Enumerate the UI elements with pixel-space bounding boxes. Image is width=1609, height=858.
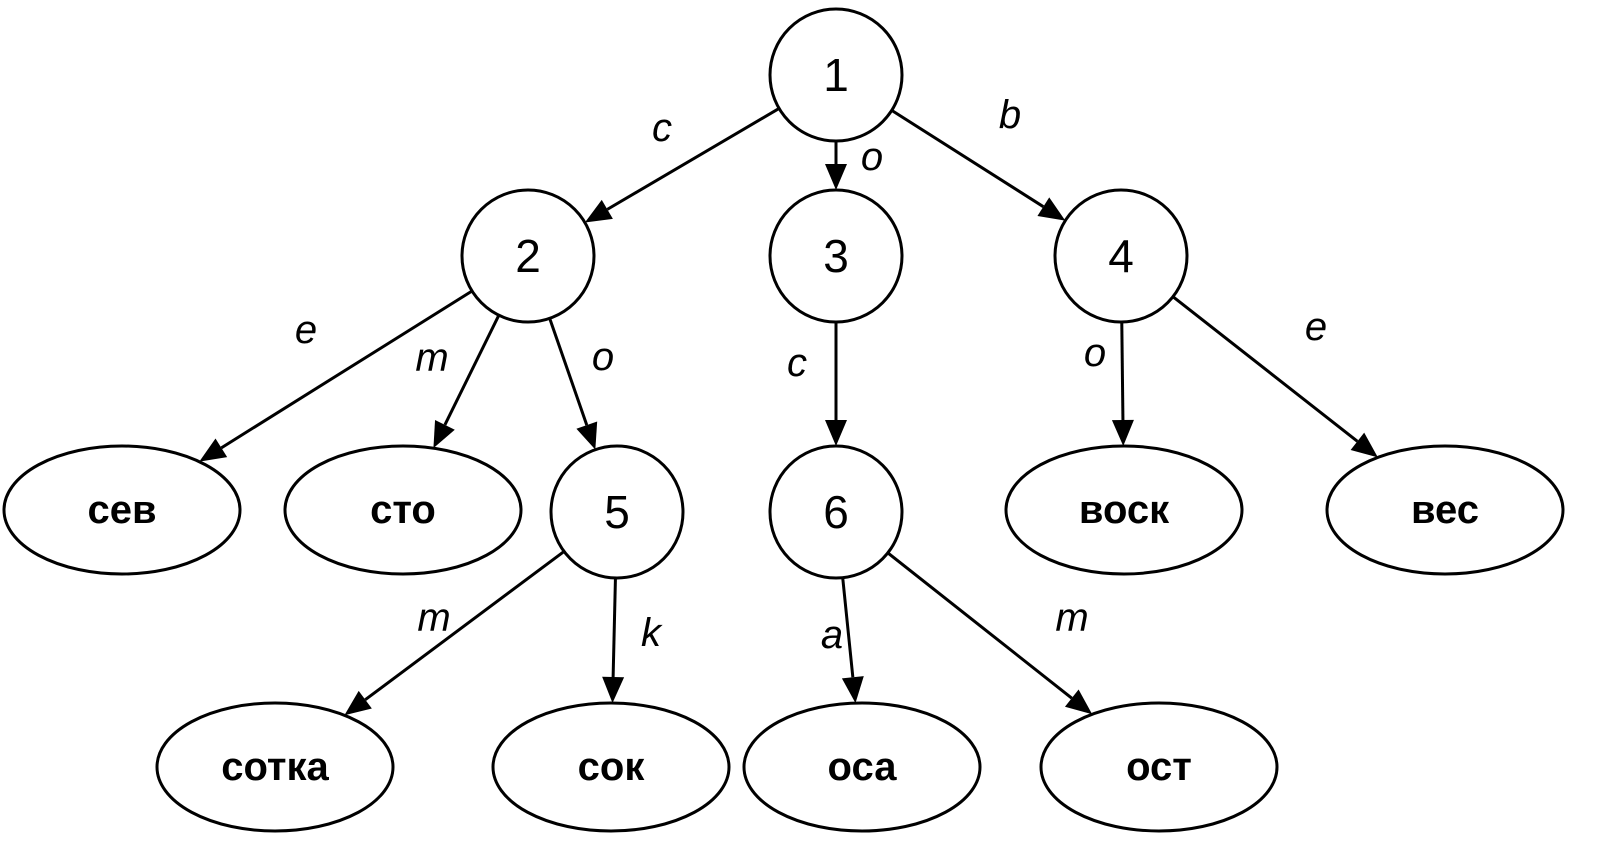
edge-label: o (1084, 331, 1106, 375)
edge-n2-sev: e (199, 289, 473, 462)
word-leaf-ves: вес (1325, 444, 1565, 576)
state-node-n4: 4 (1053, 188, 1189, 324)
edge-line (890, 109, 1045, 208)
edge-n4-ves: e (1172, 295, 1378, 458)
edge-line (1120, 321, 1125, 421)
arrowhead-icon (344, 690, 372, 716)
edge-n6-ost: m (886, 551, 1093, 715)
word-leaf-sto: сто (283, 444, 523, 576)
leaf-word: сок (578, 745, 646, 789)
leaf-ellipse (491, 701, 731, 833)
leaf-word: воск (1079, 488, 1170, 532)
edge-line (220, 289, 473, 450)
leaf-word: сотка (221, 745, 329, 789)
edge-label: m (417, 596, 450, 640)
edge-line (886, 551, 1073, 700)
edge-n1-n2: c (584, 106, 780, 223)
edge-label: o (861, 135, 883, 179)
state-node-n6: 6 (768, 444, 904, 580)
edge-n5-sok: k (602, 577, 663, 704)
node-number: 6 (823, 486, 849, 538)
leaf-ellipse (1004, 444, 1244, 576)
edge-label: m (1055, 596, 1088, 640)
edge-line (841, 577, 855, 678)
edge-label: c (652, 106, 672, 150)
edge-label: e (1305, 305, 1327, 349)
arrowhead-icon (602, 676, 625, 704)
edge-label: m (415, 336, 448, 380)
word-leaf-sok: сок (491, 701, 731, 833)
word-leaf-sotka: сотка (155, 701, 395, 833)
node-circle (460, 188, 596, 324)
leaf-word: сев (87, 488, 156, 532)
leaf-ellipse (2, 444, 242, 576)
node-circle (768, 7, 904, 143)
node-number: 1 (823, 49, 849, 101)
edge-n4-vosk: o (1084, 321, 1134, 447)
arrowhead-icon (1111, 419, 1134, 447)
arrowhead-icon (841, 676, 864, 704)
node-number: 2 (515, 230, 541, 282)
edge-n2-sto: m (415, 314, 501, 449)
state-node-n3: 3 (768, 188, 904, 324)
edge-label: o (592, 335, 614, 379)
arrowhead-icon (825, 164, 847, 190)
leaf-word: ост (1126, 745, 1192, 789)
leaf-ellipse (155, 701, 395, 833)
node-number: 3 (823, 230, 849, 282)
edge-label: e (295, 308, 317, 352)
node-circle (768, 188, 904, 324)
edge-line (611, 577, 617, 678)
edge-label: c (787, 341, 807, 385)
leaf-ellipse (1325, 444, 1565, 576)
arrowhead-icon (1350, 432, 1378, 458)
leaf-word: сто (370, 488, 436, 532)
edge-n5-sotka: m (344, 550, 565, 716)
edge-n1-n3: o (825, 135, 883, 190)
arrowhead-icon (433, 419, 455, 449)
arrowhead-icon (1064, 689, 1093, 715)
edge-label: b (999, 93, 1021, 137)
node-number: 4 (1108, 230, 1134, 282)
word-leaf-osa: оса (742, 701, 982, 833)
arrowhead-icon (199, 438, 228, 462)
leaf-ellipse (283, 444, 523, 576)
arrowhead-icon (825, 420, 847, 446)
state-node-n1: 1 (768, 7, 904, 143)
state-node-n5: 5 (549, 444, 685, 580)
word-leaf-sev: сев (2, 444, 242, 576)
edge-label: a (821, 613, 843, 657)
arrowhead-icon (584, 199, 613, 223)
edge-n3-n6: c (787, 322, 847, 446)
edge-line (548, 317, 589, 426)
node-number: 5 (604, 486, 630, 538)
node-circle (1053, 188, 1189, 324)
arrowhead-icon (1037, 197, 1066, 221)
state-node-n2: 2 (460, 188, 596, 324)
edge-n2-n5: o (548, 317, 614, 450)
leaf-word: оса (828, 745, 898, 789)
edge-line (443, 314, 501, 426)
leaf-ellipse (1039, 701, 1279, 833)
arrowhead-icon (576, 421, 598, 450)
node-circle (768, 444, 904, 580)
leaf-ellipse (742, 701, 982, 833)
edge-n6-osa: a (821, 577, 864, 704)
word-leaf-vosk: воск (1004, 444, 1244, 576)
edge-line (1172, 295, 1359, 443)
edge-label: k (641, 611, 663, 655)
nodes-layer: 1 2 3 4 5 6 сев сто воск вес сотка сок оса ост (2, 7, 1565, 833)
word-leaf-ost: ост (1039, 701, 1279, 833)
edge-line (606, 107, 780, 211)
edge-line (364, 550, 565, 701)
leaf-word: вес (1411, 488, 1479, 532)
edge-n1-n4: b (890, 93, 1066, 221)
edges-layer: c o b e m o c o e m k a m (199, 93, 1378, 716)
node-circle (549, 444, 685, 580)
